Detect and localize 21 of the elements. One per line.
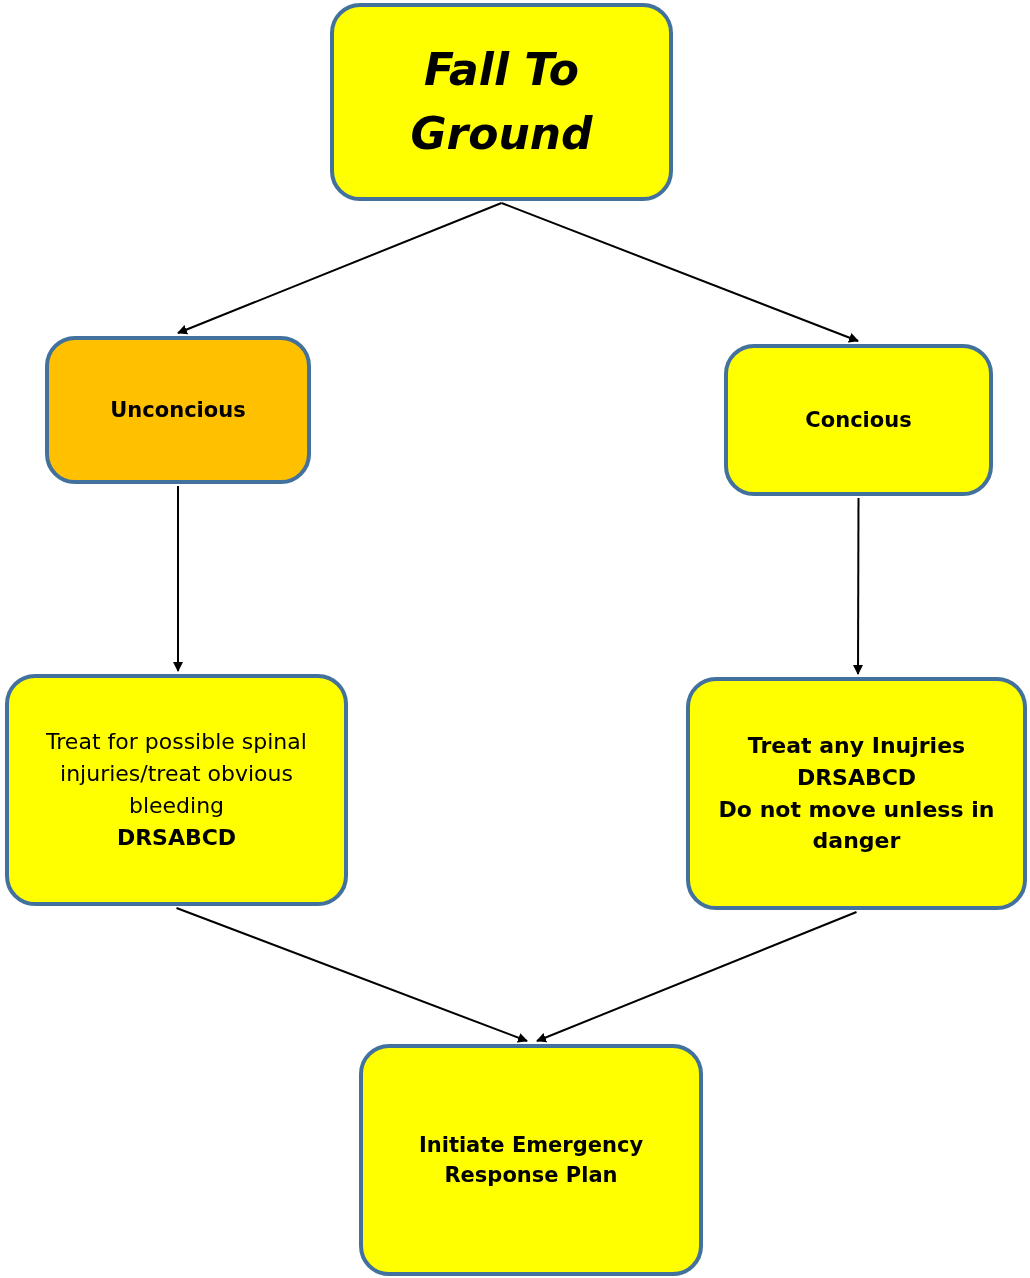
start-box [330, 3, 673, 201]
arrow [173, 485, 183, 672]
node-text: Treat any Inujries [747, 731, 966, 760]
node-text: DRSABCD [796, 763, 917, 792]
node-text: Fall To Ground [409, 43, 594, 161]
node-text: Concious [805, 406, 912, 434]
process-box [5, 674, 348, 906]
arrow [853, 497, 864, 675]
arrow [177, 202, 503, 335]
process-box [45, 336, 311, 484]
arrow [536, 911, 858, 1043]
node-text: DRSABCD [116, 823, 237, 852]
node-text: Do not move unless in danger [717, 795, 996, 856]
process-box [724, 344, 993, 496]
end-box [359, 1044, 703, 1276]
node-text: Initiate Emergency Response Plan [417, 1131, 645, 1189]
arrow [175, 907, 528, 1043]
process-box [686, 677, 1027, 910]
node-text: Treat for possible spinal injuries/treat obvious bleeding [45, 728, 308, 820]
node-text: Unconcious [110, 396, 246, 424]
arrow [500, 202, 859, 343]
